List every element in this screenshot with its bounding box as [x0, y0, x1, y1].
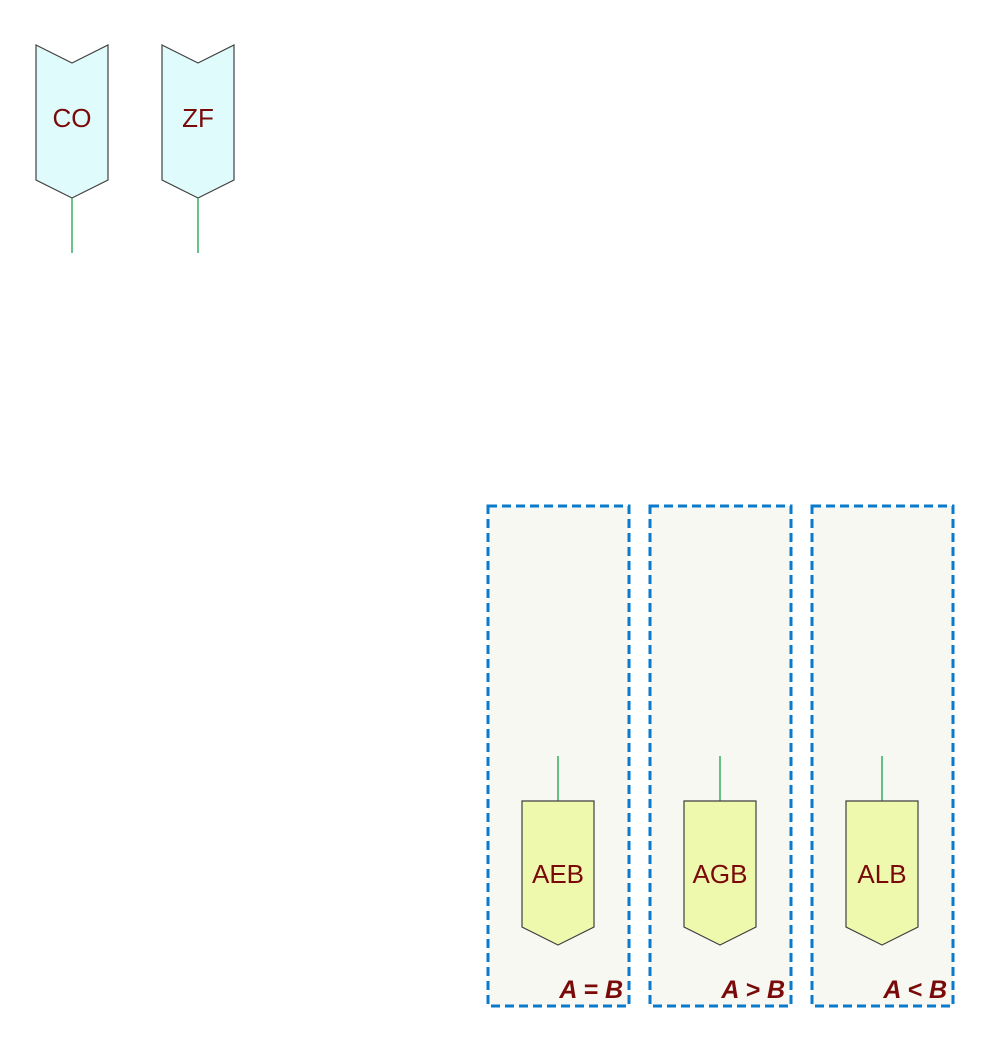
input-pin-co[interactable]: CO: [35, 44, 109, 253]
input-pin-zf[interactable]: ZF: [161, 44, 235, 253]
output-pin-agb-body[interactable]: [683, 800, 757, 946]
input-pin-zf-body: [161, 44, 235, 199]
output-group-alb[interactable]: ALB A < B: [810, 504, 955, 1008]
output-pin-aeb-label: AEB: [532, 859, 584, 889]
output-pin-alb-body[interactable]: [845, 800, 919, 946]
input-pin-co-body: [35, 44, 109, 199]
output-pin-alb-label: ALB: [857, 859, 906, 889]
output-group-aeb[interactable]: AEB A = B: [486, 504, 631, 1008]
output-pin-aeb-body[interactable]: [521, 800, 595, 946]
condition-label-alb: A < B: [882, 976, 947, 1004]
condition-label-aeb: A = B: [558, 976, 623, 1004]
condition-label-agb: A > B: [720, 976, 785, 1004]
input-pin-zf-label: ZF: [182, 103, 214, 133]
input-pin-co-label: CO: [53, 103, 92, 133]
output-pin-agb-label: AGB: [693, 859, 748, 889]
output-group-agb[interactable]: AGB A > B: [648, 504, 793, 1008]
